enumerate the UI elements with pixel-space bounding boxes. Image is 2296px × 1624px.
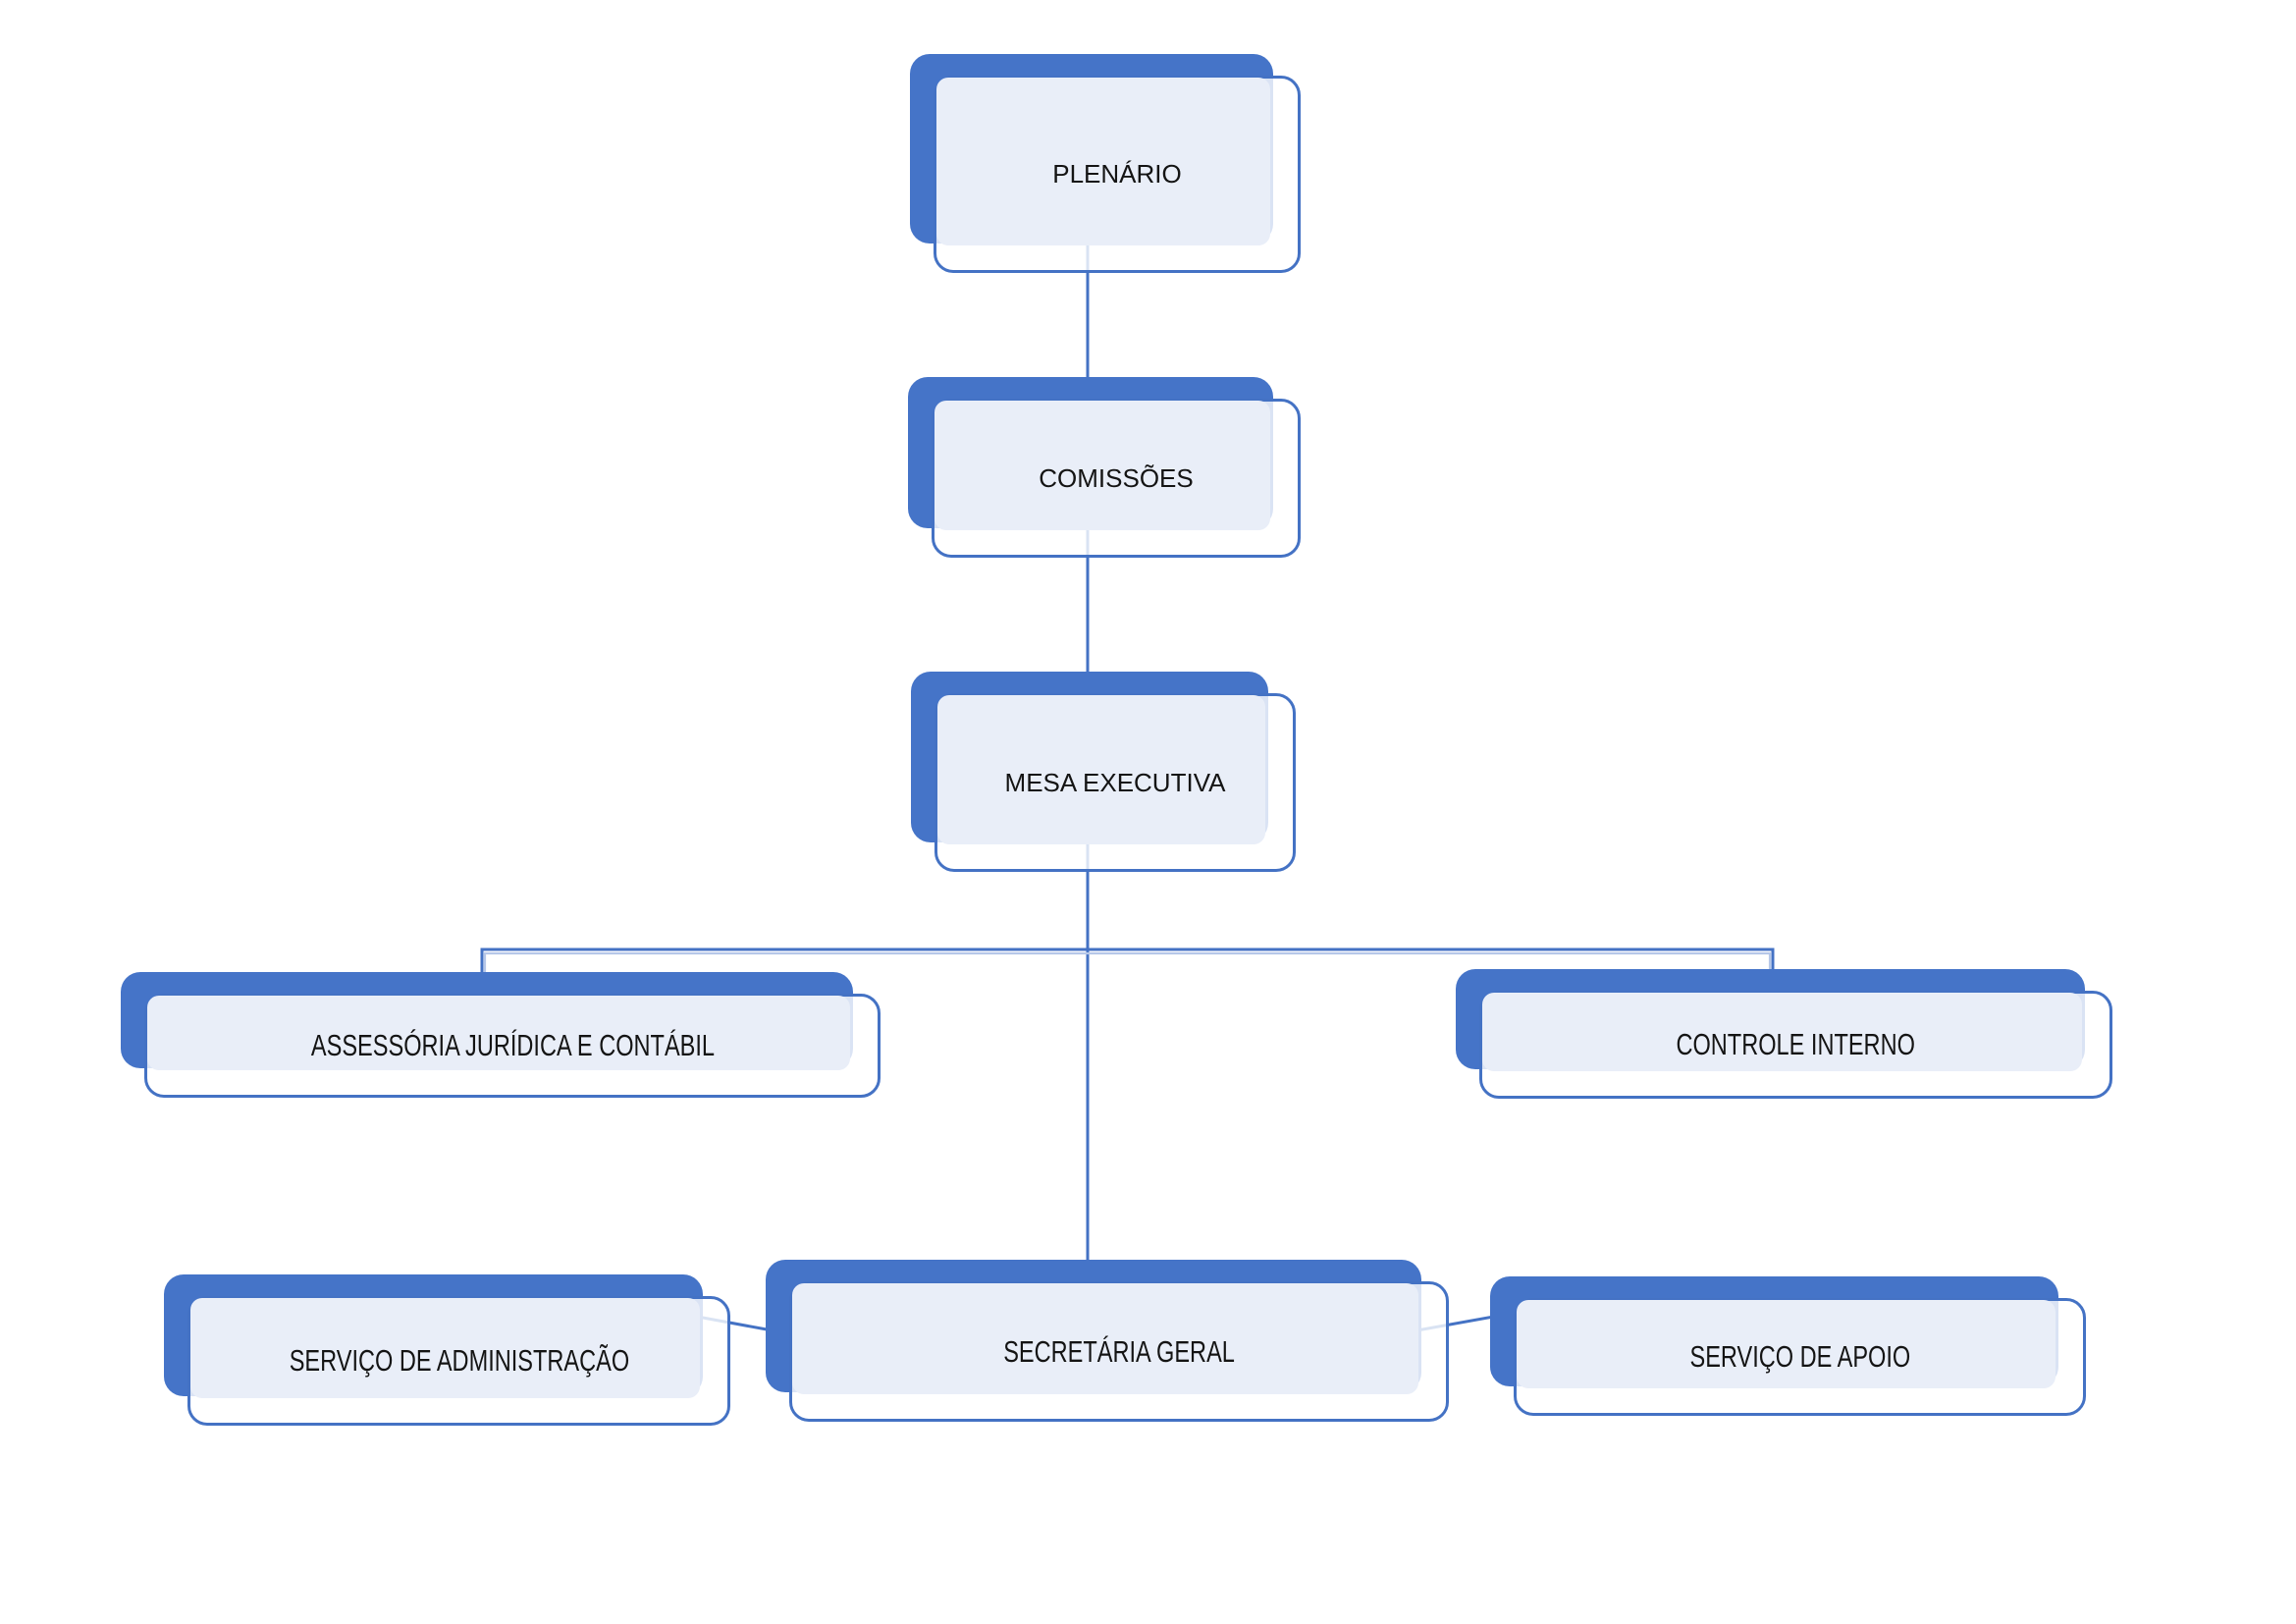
org-node-servico-apoio: SERVIÇO DE APOIO: [1490, 1276, 2086, 1416]
connector-mesa-assessoria-controle: [480, 947, 1775, 976]
org-node-comissoes: COMISSÕES: [908, 377, 1301, 558]
node-panel-shape: [792, 1283, 1418, 1394]
node-panel-shape: [937, 695, 1265, 844]
node-panel-shape: [1517, 1300, 2056, 1388]
org-node-secretaria-geral: SECRETÁRIA GERAL: [766, 1260, 1449, 1422]
node-panel-shape: [147, 996, 850, 1070]
node-panel-shape: [1482, 993, 2082, 1071]
org-node-assessoria-juridica-contabil: ASSESSÓRIA JURÍDICA E CONTÁBIL: [121, 972, 881, 1098]
org-node-servico-administracao: SERVIÇO DE ADMINISTRAÇÃO: [164, 1274, 730, 1426]
connector-bracket-highlight: [483, 951, 1772, 976]
org-node-mesa-executiva: MESA EXECUTIVA: [911, 672, 1296, 872]
node-panel-shape: [190, 1298, 700, 1398]
org-node-controle-interno: CONTROLE INTERNO: [1456, 969, 2112, 1099]
node-panel-shape: [934, 401, 1270, 530]
node-panel-shape: [936, 78, 1270, 245]
org-node-plenario: PLENÁRIO: [910, 54, 1301, 273]
